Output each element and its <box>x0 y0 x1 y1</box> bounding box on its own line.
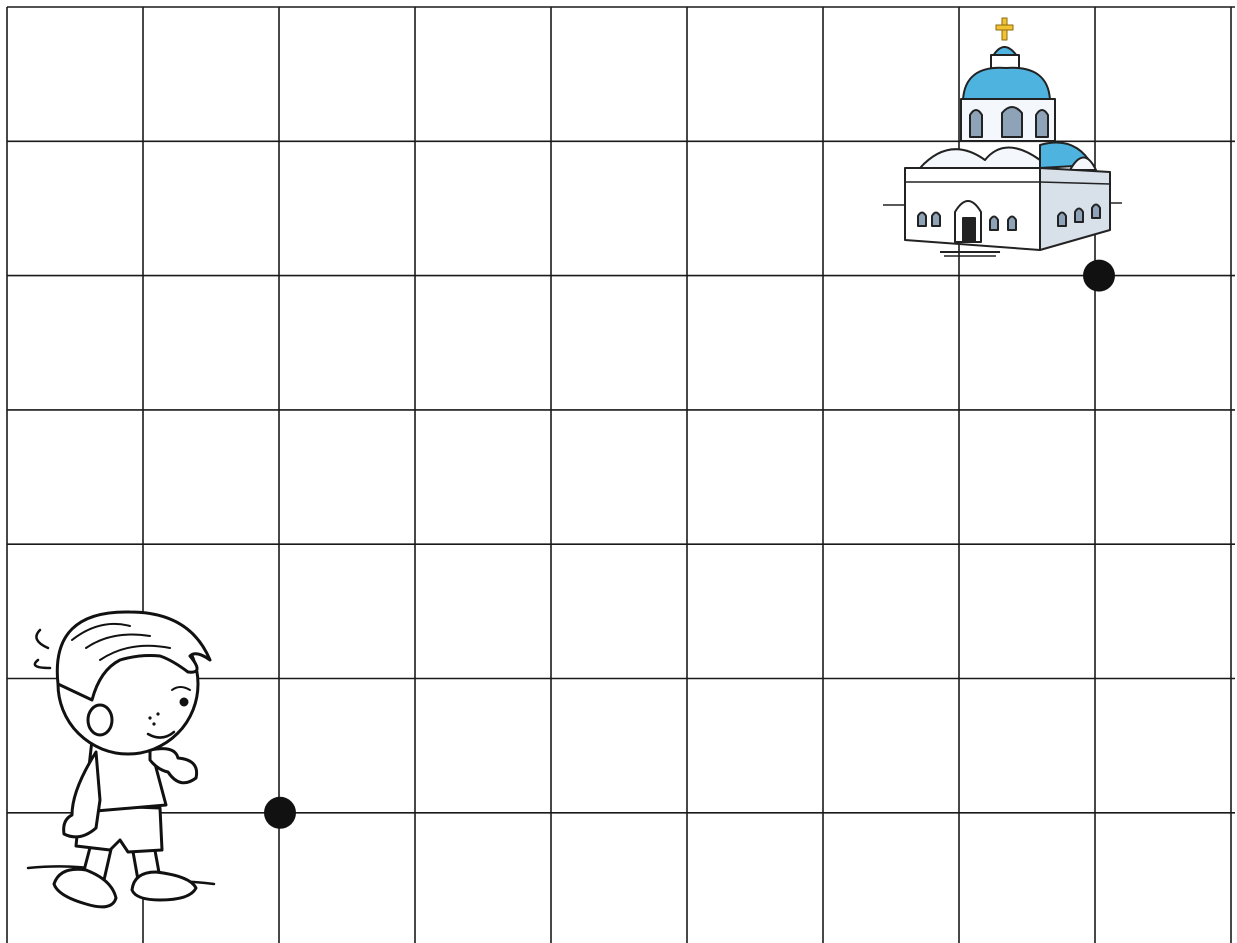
cross-icon <box>996 18 1013 40</box>
start-point <box>264 797 296 829</box>
end-point <box>1083 260 1115 292</box>
boy-walking-icon <box>28 612 214 907</box>
church-icon <box>883 18 1122 256</box>
